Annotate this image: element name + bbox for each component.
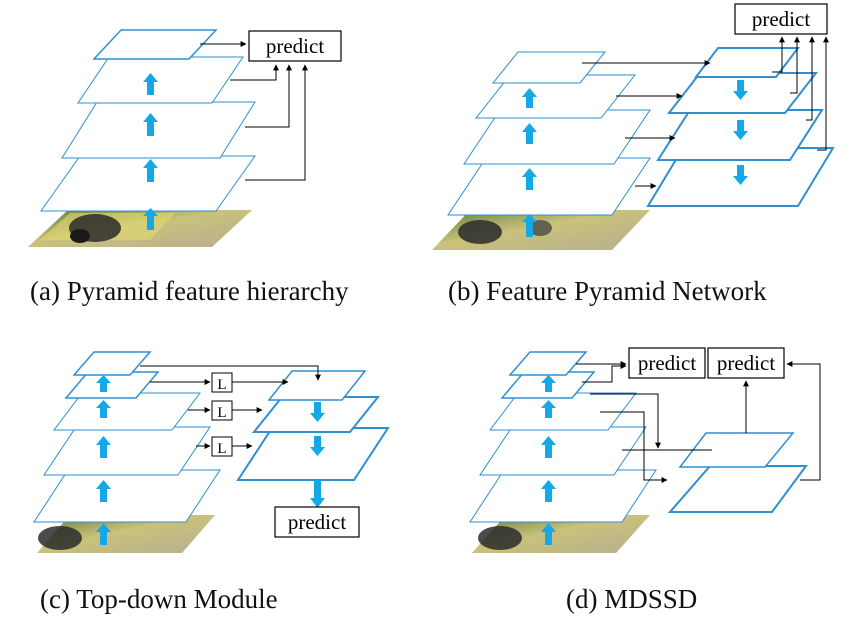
feature-layer bbox=[678, 432, 795, 468]
caption-a: (a) Pyramid feature hierarchy bbox=[30, 276, 349, 306]
arrow-up-icon bbox=[96, 375, 111, 392]
feature-layer bbox=[43, 426, 211, 476]
feature-layer bbox=[64, 371, 160, 399]
predict-label: predict bbox=[266, 34, 324, 58]
connector-line bbox=[582, 36, 829, 189]
predict-box: predict bbox=[734, 3, 828, 35]
arrow-up-icon bbox=[522, 214, 537, 237]
feature-layer bbox=[236, 427, 390, 481]
predict-box: predict bbox=[274, 506, 360, 538]
predict-label: predict bbox=[288, 510, 346, 534]
predict-label: predict bbox=[717, 351, 775, 375]
arrow-up-icon bbox=[143, 73, 158, 95]
predict-label: predict bbox=[752, 7, 810, 31]
feature-layer bbox=[61, 101, 256, 159]
caption-d: (d) MDSSD bbox=[566, 584, 698, 614]
lateral-label: L bbox=[217, 405, 226, 421]
arrow-up-icon bbox=[96, 523, 111, 545]
predict-box: predict bbox=[628, 347, 706, 379]
predict-label: predict bbox=[638, 351, 696, 375]
arrow-up-icon bbox=[541, 436, 556, 458]
arrow-down-icon bbox=[310, 402, 325, 422]
arrow-up-icon bbox=[522, 168, 537, 190]
arrow-down-icon bbox=[310, 480, 325, 508]
connector-line bbox=[140, 365, 321, 449]
arrow-down-icon bbox=[733, 165, 748, 185]
feature-layer bbox=[92, 29, 218, 60]
arrow-down-icon bbox=[733, 120, 748, 140]
feature-layer bbox=[491, 51, 607, 84]
arrow-up-icon bbox=[522, 123, 537, 144]
caption-c: (c) Top-down Module bbox=[40, 584, 278, 614]
connector-line bbox=[576, 361, 821, 483]
feature-layer bbox=[508, 351, 588, 376]
arrow-up-icon bbox=[96, 436, 111, 458]
feature-layer bbox=[33, 469, 221, 523]
feature-layer bbox=[488, 392, 638, 431]
input-image bbox=[472, 515, 650, 553]
lateral-label: L bbox=[217, 441, 226, 457]
lateral-box: L bbox=[211, 372, 233, 393]
panel-c: predict L L L bbox=[33, 351, 390, 553]
input-image bbox=[432, 210, 650, 250]
feature-layer bbox=[479, 426, 647, 476]
caption-b: (b) Feature Pyramid Network bbox=[448, 276, 767, 306]
predict-box: predict bbox=[248, 30, 342, 62]
feature-layer bbox=[77, 56, 244, 104]
arrow-up-icon bbox=[96, 400, 111, 418]
arrow-down-icon bbox=[310, 436, 325, 456]
arrow-down-icon bbox=[733, 80, 748, 100]
feature-layer bbox=[693, 47, 801, 78]
panel-a: predict bbox=[28, 29, 342, 247]
arrow-up-icon bbox=[143, 159, 158, 182]
arrow-up-icon bbox=[96, 480, 111, 502]
feature-layer bbox=[52, 392, 202, 431]
predict-box: predict bbox=[707, 347, 785, 379]
arrow-up-icon bbox=[541, 400, 556, 418]
panel-d: predict predict bbox=[469, 347, 821, 553]
feature-layer bbox=[667, 465, 808, 513]
feature-layer bbox=[267, 370, 367, 401]
feature-layer bbox=[469, 469, 657, 523]
input-image bbox=[28, 210, 252, 247]
lateral-label: L bbox=[217, 377, 226, 393]
input-image bbox=[37, 515, 215, 553]
lateral-box: L bbox=[211, 436, 233, 457]
arrow-up-icon bbox=[522, 88, 537, 108]
arrow-up-icon bbox=[541, 480, 556, 502]
arrow-up-icon bbox=[143, 208, 158, 230]
arrow-up-icon bbox=[541, 523, 556, 545]
feature-layer bbox=[447, 157, 651, 216]
connector-line bbox=[200, 41, 308, 181]
lateral-box: L bbox=[211, 400, 233, 421]
feature-layer bbox=[72, 351, 152, 376]
arrow-up-icon bbox=[541, 375, 556, 392]
panel-b: predict bbox=[432, 3, 835, 250]
arrow-up-icon bbox=[143, 113, 158, 136]
feature-layer bbox=[474, 74, 637, 119]
